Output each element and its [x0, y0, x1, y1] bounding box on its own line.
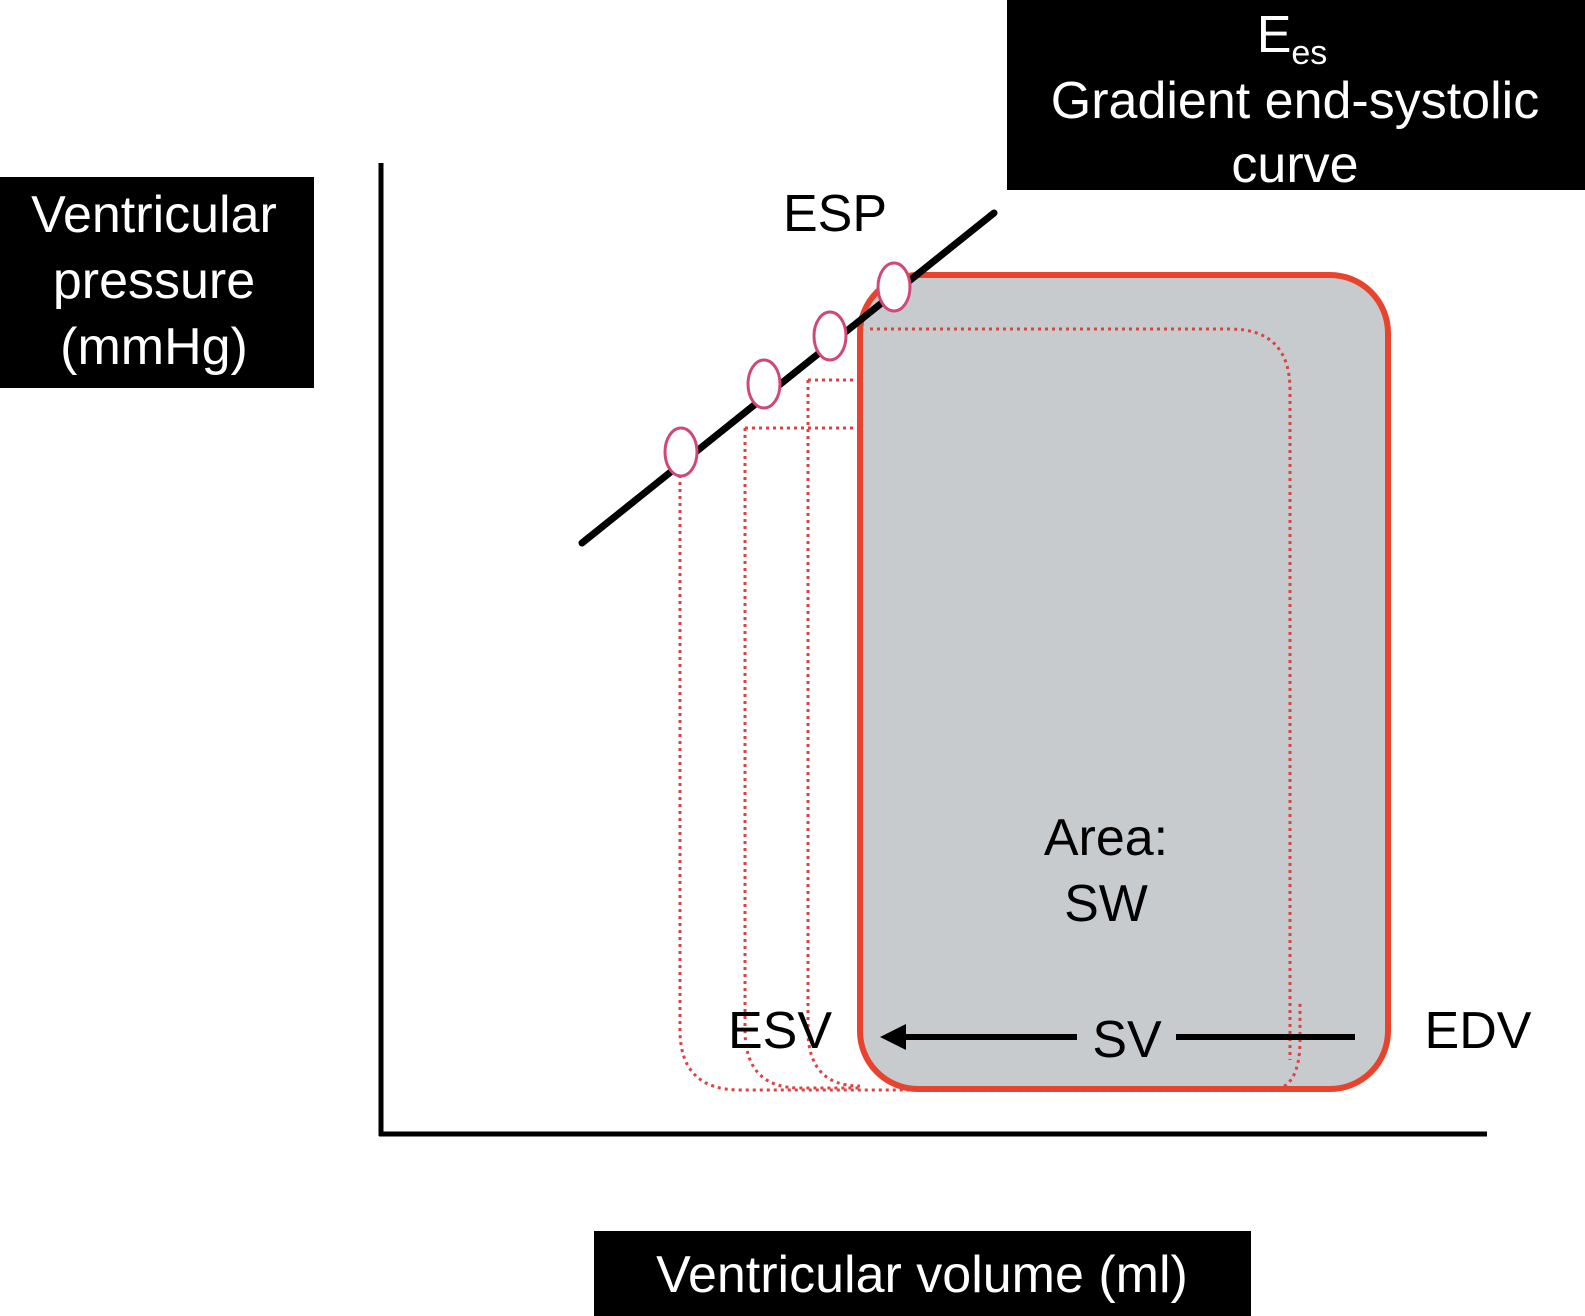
ees-symbol-subscript: es: [1291, 34, 1327, 72]
ees-description-line-1: Gradient end-systolic: [1051, 72, 1539, 130]
end-systolic-pressure-line: [578, 209, 998, 547]
ees-symbol-main: E: [1257, 6, 1292, 64]
end-systolic-point-4: [876, 261, 912, 313]
y-axis-label-line-1: Ventricular: [31, 186, 277, 244]
x-axis-label-text: Ventricular volume (ml): [656, 1246, 1188, 1304]
sv-arrowhead: [880, 1024, 906, 1050]
x-axis-label: Ventricular volume (ml): [594, 1231, 1251, 1316]
stroke-volume-arrow: [880, 1024, 1355, 1050]
end-systolic-point-3: [812, 310, 848, 362]
area-label-line-1: Area:: [1044, 809, 1168, 867]
esp-label: ESP: [783, 185, 887, 243]
ees-description-line-2: curve: [1231, 136, 1358, 194]
sv-label: SV: [1092, 1011, 1162, 1069]
pv-loop-dotted-1: [806, 380, 861, 1088]
y-axis-label-line-3: (mmHg): [60, 318, 248, 376]
area-label-line-2: SW: [1064, 875, 1148, 933]
edv-label: EDV: [1425, 1002, 1532, 1060]
y-axis-label-box: [0, 177, 314, 388]
end-systolic-point-2: [746, 358, 782, 410]
ees-label: Ees Gradient end-systolic curve: [1007, 0, 1585, 194]
y-axis-label-line-2: pressure: [53, 252, 255, 310]
pv-loop-dotted-2: [743, 428, 860, 1090]
end-systolic-point-1: [663, 426, 699, 478]
x-axis-label-box: [594, 1231, 1251, 1316]
esv-label: ESV: [728, 1002, 832, 1060]
pv-loop-dotted-3: [678, 475, 1302, 1092]
ees-symbol: Ees: [1257, 6, 1328, 72]
pv-loop-main: [857, 272, 1391, 1092]
pv-loop-dotted-4: [870, 327, 1292, 1060]
ees-label-box: [1007, 0, 1585, 190]
y-axis-label: Ventricular pressure (mmHg): [0, 177, 314, 388]
